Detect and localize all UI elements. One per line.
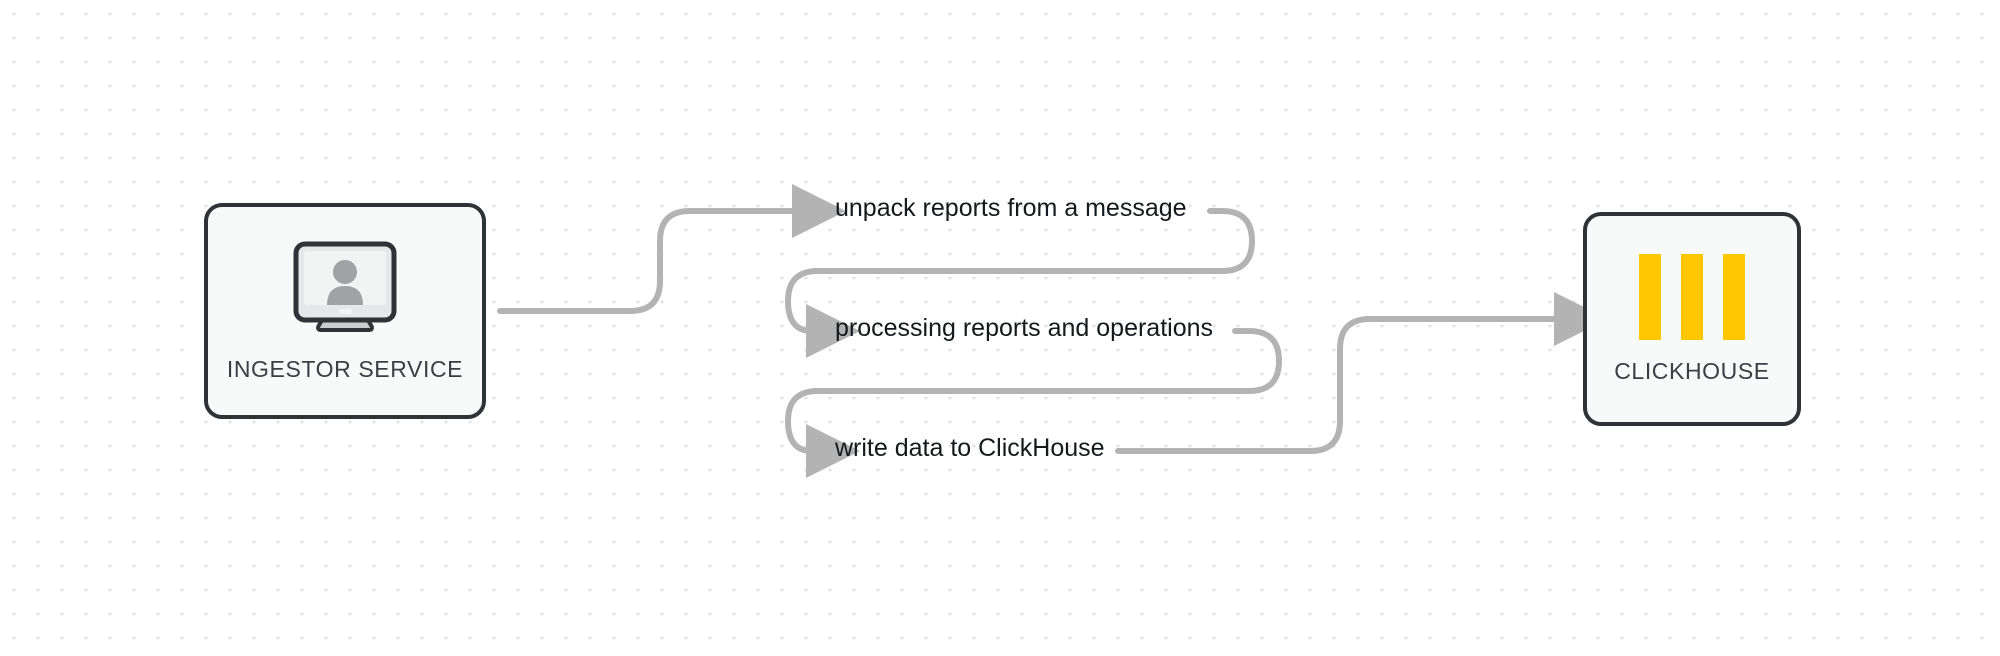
node-clickhouse[interactable]: CLICKHOUSE xyxy=(1583,212,1801,426)
node-ingestor-label: INGESTOR SERVICE xyxy=(226,355,464,382)
edge-ingestor-to-step-1 xyxy=(497,184,846,314)
node-ingestor-service[interactable]: INGESTOR SERVICE xyxy=(204,203,486,419)
edge-step-2-to-step-3 xyxy=(785,328,1282,478)
clickhouse-bar-3 xyxy=(1723,253,1745,340)
clickhouse-bar-2 xyxy=(1681,253,1703,340)
edge-label-unpack-reports: unpack reports from a message xyxy=(835,194,1187,222)
monitor-user-icon xyxy=(287,240,403,340)
node-clickhouse-label: CLICKHOUSE xyxy=(1614,357,1770,384)
clickhouse-logo-icon xyxy=(1639,253,1745,340)
edge-label-write-data: write data to ClickHouse xyxy=(835,434,1105,462)
edge-step-1-to-step-2 xyxy=(785,208,1255,358)
edge-label-processing-reports: processing reports and operations xyxy=(835,314,1214,342)
clickhouse-bar-1 xyxy=(1639,253,1661,340)
